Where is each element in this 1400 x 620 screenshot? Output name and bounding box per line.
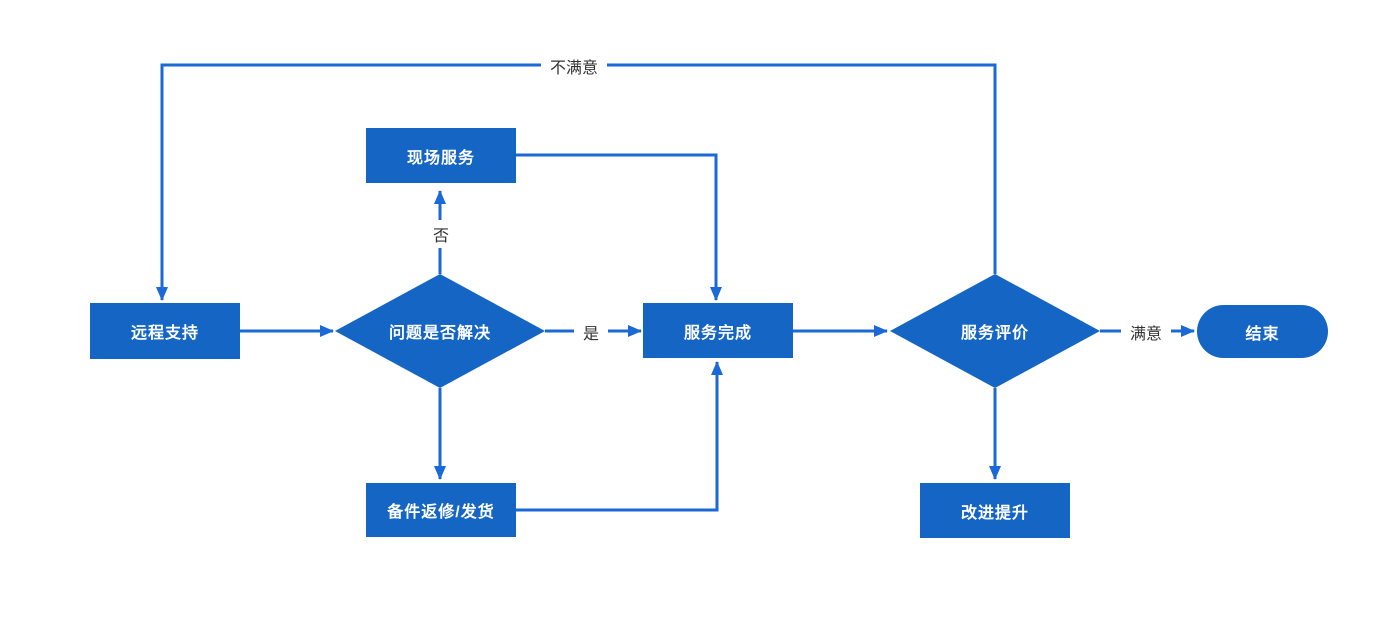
node-end-label: 结束 [1245,325,1280,343]
node-parts-repair-label: 备件返修/发货 [387,504,495,521]
node-improve: 改进提升 [920,483,1070,538]
node-service-review-decision: 服务评价 [890,274,1100,388]
edge-label-yes: 是 [573,318,609,346]
node-onsite-service: 现场服务 [366,128,516,183]
node-service-done-label: 服务完成 [683,324,752,342]
node-service-done: 服务完成 [643,303,793,358]
node-improve-label: 改进提升 [960,504,1029,522]
node-parts-repair: 备件返修/发货 [366,483,516,537]
node-end-terminator: 结束 [1197,305,1328,358]
node-remote-support-label: 远程支持 [130,325,199,342]
edge-label-satisfied: 满意 [1120,318,1172,346]
edge-review-unsatisfied-to-remote [156,63,997,301]
edge-label-unsatisfied: 不满意 [540,52,608,80]
decision-diamond-shape [335,274,545,388]
node-remote-support: 远程支持 [90,303,240,359]
edge-parts-repair-to-service-done [516,361,723,512]
edge-label-no: 否 [423,220,459,248]
edge-onsite-to-service-done [516,153,722,301]
node-onsite-service-label: 现场服务 [406,149,475,167]
decision-diamond-shape [890,274,1100,388]
node-service-review-label: 服务评价 [960,325,1029,342]
node-problem-solved-decision: 问题是否解决 [335,274,545,388]
node-problem-solved-label: 问题是否解决 [388,325,491,342]
